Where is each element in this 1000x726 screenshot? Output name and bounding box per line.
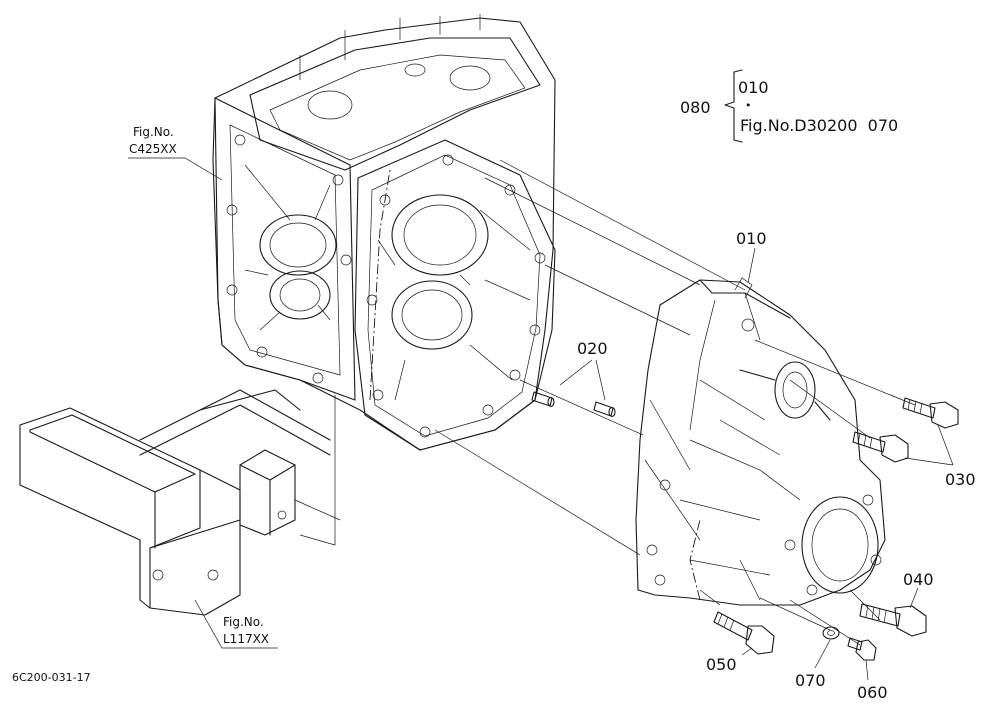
fig-ref-bottom-code: L117XX (223, 632, 269, 646)
callout-020-pins: 020 (577, 339, 608, 358)
callout-bracket-bottom: Fig.No.D30200 070 (740, 116, 898, 135)
callout-bracket-top: 010 (738, 78, 769, 97)
frame-bracket (19, 389, 341, 616)
callout-060-nut: 060 (857, 683, 888, 702)
callout-080: 080 (680, 98, 711, 117)
assembly-lines (434, 159, 916, 646)
bolt-040 (859, 603, 927, 637)
dowel-pin-left (531, 391, 555, 408)
callout-040-bolt: 040 (903, 570, 934, 589)
transmission-case (212, 14, 556, 451)
fig-ref-left-code: C425XX (129, 142, 177, 156)
callout-070-washer: 070 (795, 671, 826, 690)
callout-010-housing: 010 (736, 229, 767, 248)
fig-ref-left-label: Fig.No. (133, 125, 174, 139)
drawing-code: 6C200-031-17 (12, 671, 91, 684)
bolt-050 (713, 611, 775, 655)
callout-030-bolts: 030 (945, 470, 976, 489)
dowel-pin-right (593, 401, 616, 418)
nut-060 (847, 637, 877, 661)
bolt-030-lower (852, 431, 909, 463)
callout-050-bolt: 050 (706, 655, 737, 674)
callout-bracket-dot: • (745, 99, 752, 112)
bolt-030-upper (902, 397, 959, 429)
washer-070 (822, 626, 840, 640)
callout-text: 080 010 • Fig.No.D30200 070 010 020 030 … (12, 78, 976, 702)
fig-ref-bottom-label: Fig.No. (223, 615, 264, 629)
front-housing (635, 277, 886, 606)
leader-lines (128, 69, 954, 681)
